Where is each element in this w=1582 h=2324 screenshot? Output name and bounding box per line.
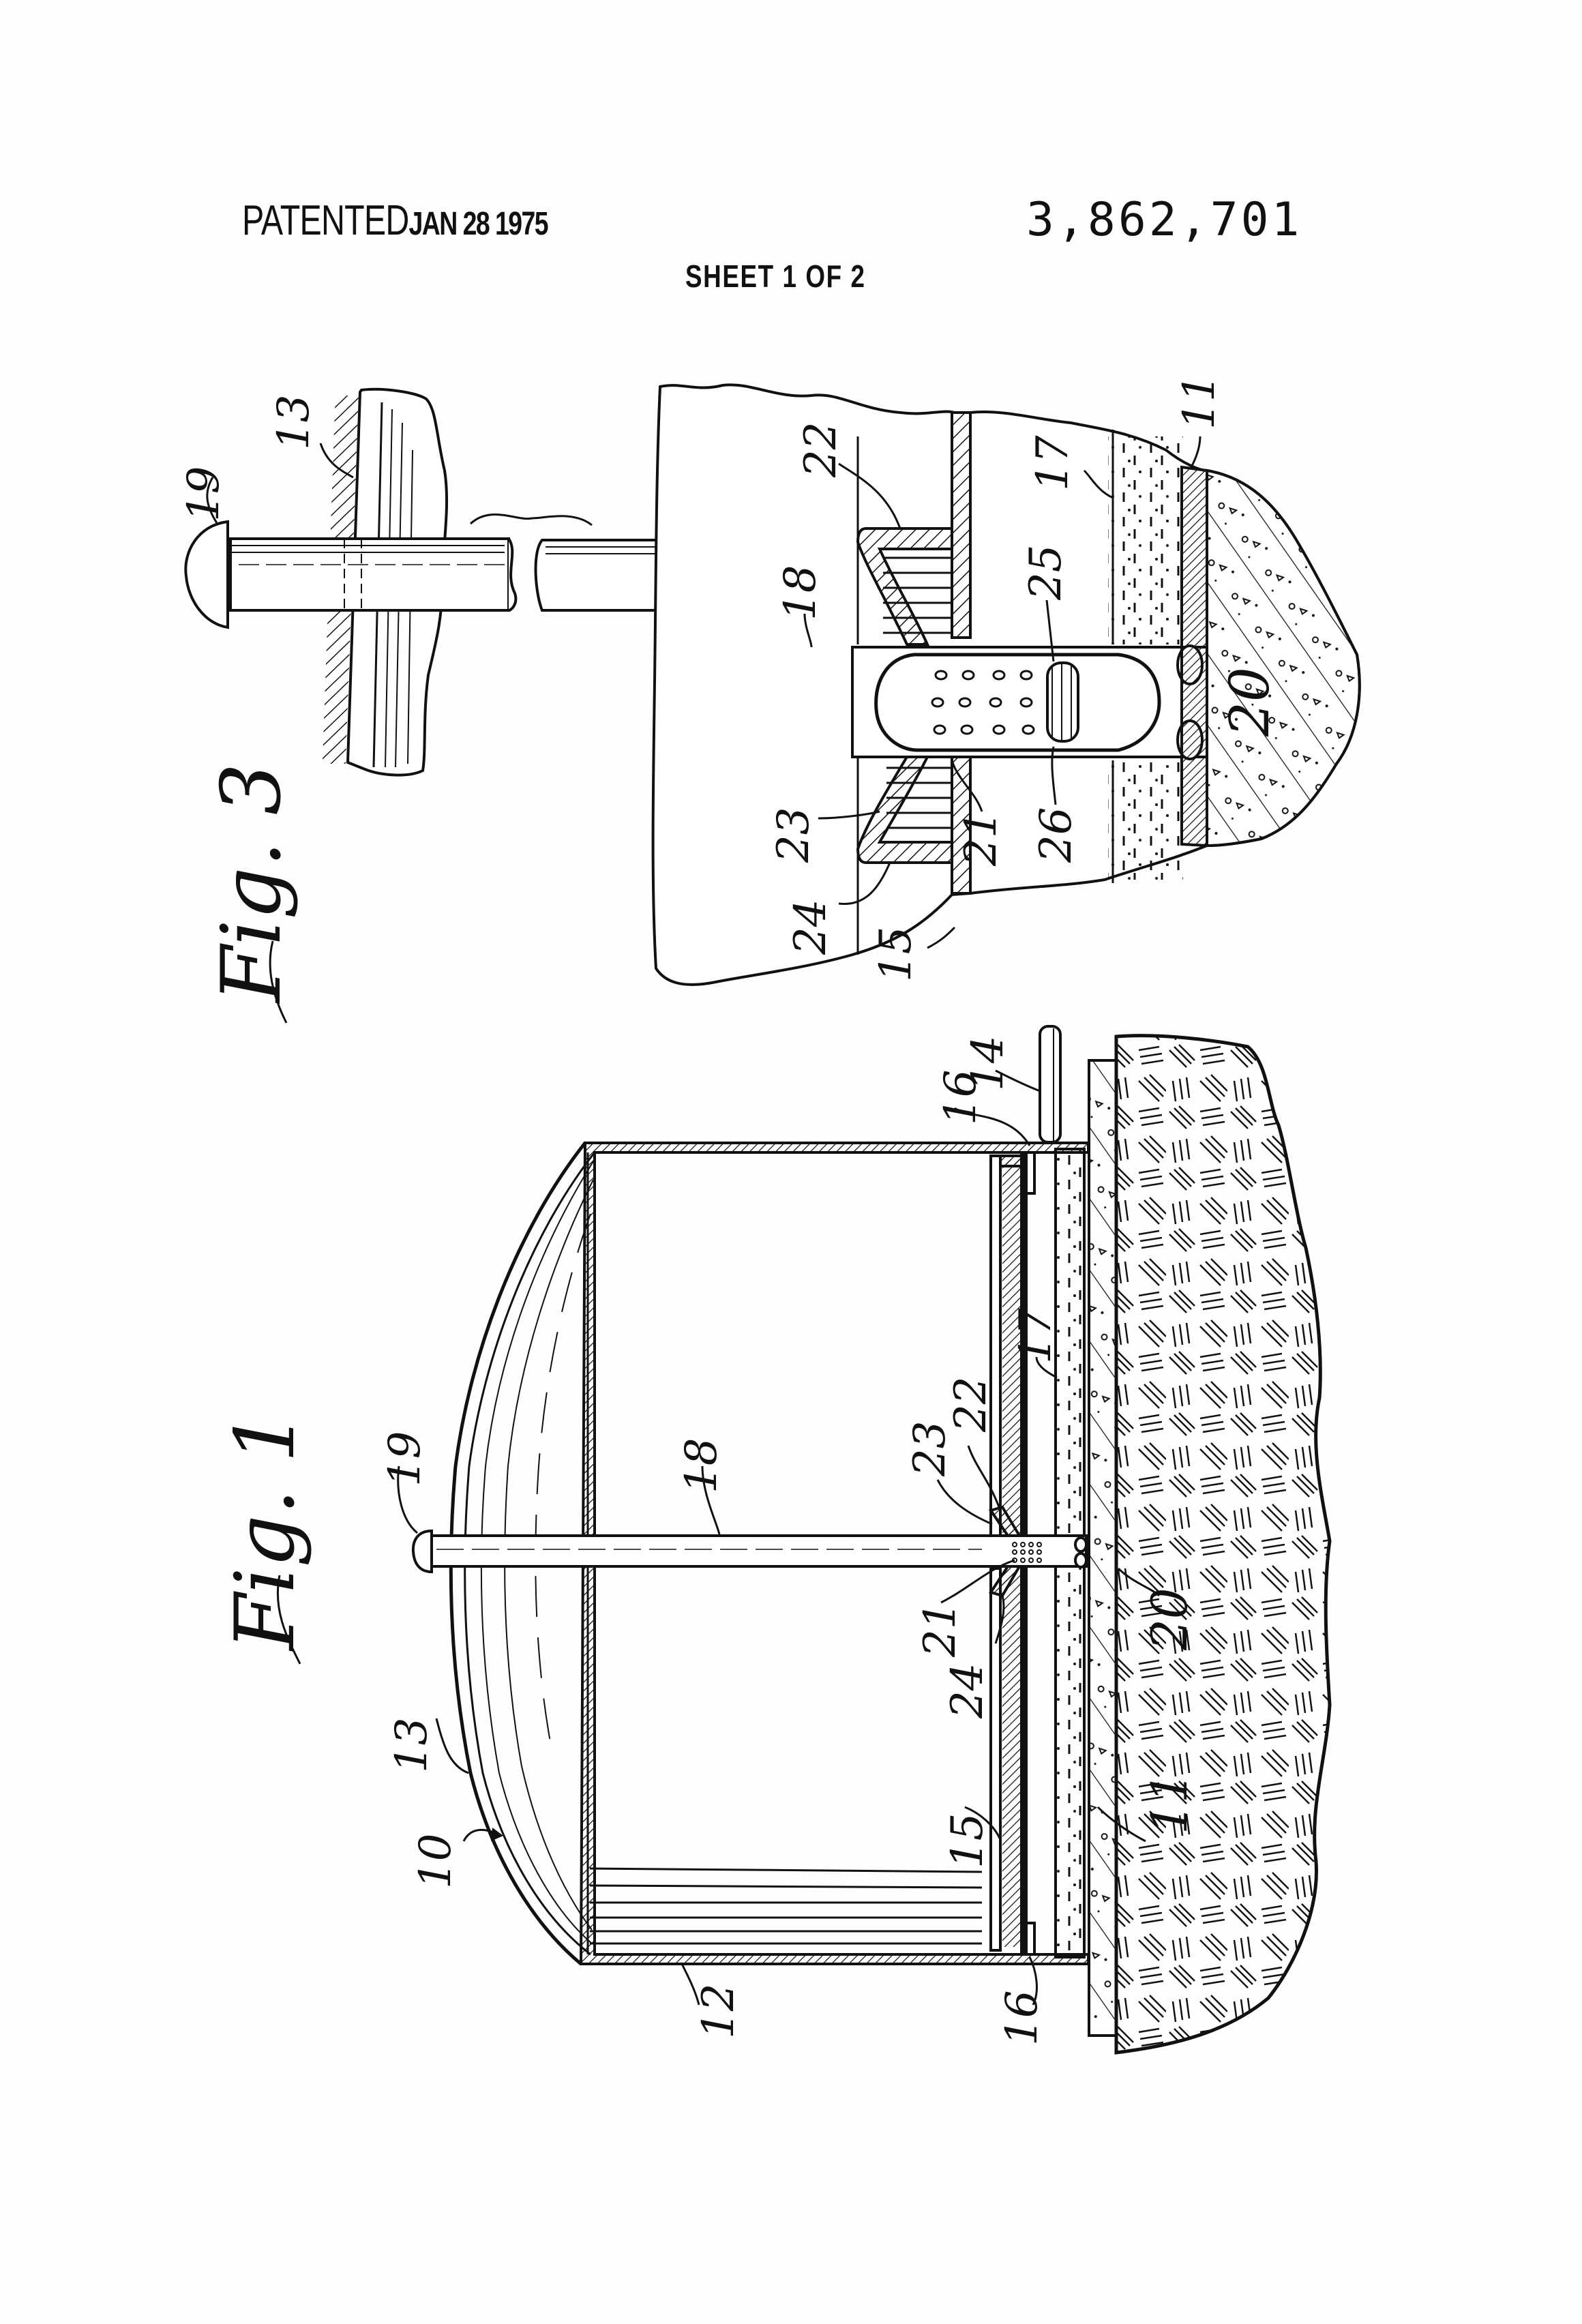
patent-number: 3,862,701 bbox=[1026, 193, 1302, 247]
ref-11: 11 bbox=[1174, 374, 1225, 430]
ref-20: 20 bbox=[1141, 1588, 1198, 1651]
figure-1 bbox=[411, 1025, 1332, 2055]
fig1-ground-20 bbox=[1114, 1034, 1332, 2055]
ref-17: 17 bbox=[1028, 435, 1078, 491]
ref-12: 12 bbox=[693, 1984, 744, 2039]
fig3-ground-20 bbox=[1206, 468, 1361, 848]
fig1-perforations bbox=[1012, 1542, 1042, 1563]
fig1-pipe-14 bbox=[1039, 1025, 1062, 1144]
ref-23: 23 bbox=[768, 807, 819, 863]
fig3-liquid-17 bbox=[1108, 436, 1183, 644]
fig1-knob-19 bbox=[411, 1529, 433, 1574]
fig1-shading bbox=[589, 1867, 983, 1945]
fig3-floor-15 bbox=[951, 411, 972, 639]
fig3-plug-25 bbox=[1046, 661, 1079, 743]
figure-1-labels: Fig. 1 19 18 13 10 12 16 16 14 17 22 23 bbox=[218, 1036, 1198, 2046]
ref-18: 18 bbox=[676, 1438, 727, 1493]
fig1-roof-13 bbox=[449, 1142, 586, 1965]
ref-13: 13 bbox=[387, 1718, 437, 1773]
ref-22: 22 bbox=[946, 1377, 996, 1433]
ref-21: 21 bbox=[956, 811, 1006, 867]
ref-23: 23 bbox=[905, 1421, 955, 1477]
figure-3-labels: 19 13 22 18 25 17 11 23 24 15 21 26 20 bbox=[179, 374, 1281, 1024]
patented-stamp: PATENTEDJAN 28 1975 bbox=[242, 196, 549, 245]
ref-21: 21 bbox=[915, 1602, 966, 1658]
fig3-base-11 bbox=[1180, 465, 1208, 848]
ref-15: 15 bbox=[871, 927, 921, 982]
fig3-knob-19 bbox=[184, 520, 229, 629]
patented-date: JAN 28 1975 bbox=[408, 206, 549, 242]
ref-17: 17 bbox=[1011, 1308, 1061, 1364]
ref-19: 19 bbox=[380, 1431, 430, 1487]
ref-13: 13 bbox=[269, 395, 319, 450]
ref-15: 15 bbox=[942, 1813, 993, 1868]
ref-16-bottom: 16 bbox=[997, 1991, 1047, 2046]
ref-24: 24 bbox=[942, 1663, 993, 1719]
ref-20: 20 bbox=[1218, 667, 1281, 737]
ref-14: 14 bbox=[963, 1036, 1013, 1091]
ref-25: 25 bbox=[1021, 545, 1071, 601]
figure-3 bbox=[184, 383, 1361, 986]
fig3-title: Fig. 3 bbox=[205, 763, 299, 1004]
fig1-pad-11 bbox=[1088, 1059, 1118, 2037]
patented-label: PATENTED bbox=[242, 197, 409, 244]
fig1-rod-18 bbox=[430, 1534, 1088, 1568]
ref-18: 18 bbox=[775, 565, 826, 621]
fig1-tank-shell-12 bbox=[579, 1142, 1090, 1965]
ref-22: 22 bbox=[796, 422, 846, 478]
ref-26: 26 bbox=[1031, 807, 1081, 863]
fig3-rod-upper bbox=[229, 537, 510, 612]
ref-11: 11 bbox=[1141, 1772, 1198, 1834]
fig1-title: Fig. 1 bbox=[218, 1411, 313, 1652]
ref-19: 19 bbox=[179, 466, 229, 522]
fig3-perforations bbox=[931, 670, 1035, 735]
sheet-number: SHEET 1 OF 2 bbox=[685, 258, 866, 294]
ref-24: 24 bbox=[786, 899, 836, 955]
fig3-perforated-tube-21 bbox=[874, 653, 1161, 752]
ref-10: 10 bbox=[411, 1834, 461, 1889]
